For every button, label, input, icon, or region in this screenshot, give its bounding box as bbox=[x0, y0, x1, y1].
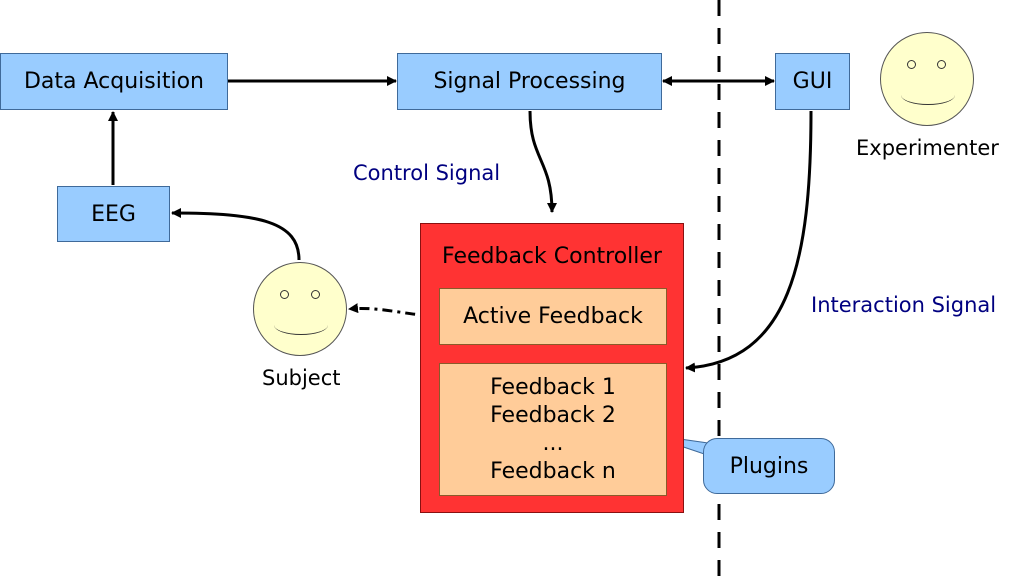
plugins-label: Plugins bbox=[729, 453, 809, 479]
feedback-list-item: Feedback 1 bbox=[490, 374, 616, 400]
left-eye bbox=[907, 60, 916, 69]
control-signal-label: Control Signal bbox=[353, 161, 501, 185]
data-acquisition-label: Data Acquisition bbox=[23, 69, 205, 94]
plugins-callout: Plugins bbox=[703, 438, 835, 494]
right-eye bbox=[937, 60, 946, 69]
eeg-box: EEG bbox=[57, 186, 170, 242]
arrow-control-signal bbox=[528, 110, 557, 213]
subject-face-icon bbox=[253, 262, 347, 356]
subject-label: Subject bbox=[262, 366, 341, 390]
feedback-list-box: Feedback 1 Feedback 2 ... Feedback n bbox=[439, 363, 667, 496]
arrow-subject-to-eeg bbox=[171, 208, 301, 261]
gui-box: GUI bbox=[775, 53, 850, 110]
signal-processing-box: Signal Processing bbox=[397, 53, 662, 110]
feedback-list-item: ... bbox=[542, 430, 564, 456]
right-eye bbox=[311, 290, 320, 299]
interaction-signal-label: Interaction Signal bbox=[811, 293, 997, 317]
experimenter-label: Experimenter bbox=[856, 136, 999, 160]
signal-processing-label: Signal Processing bbox=[433, 69, 626, 94]
feedback-controller-box: Feedback Controller Active Feedback Feed… bbox=[420, 223, 684, 513]
active-feedback-label: Active Feedback bbox=[463, 304, 643, 329]
feedback-controller-title: Feedback Controller bbox=[442, 244, 662, 269]
gui-label: GUI bbox=[792, 69, 833, 94]
left-eye bbox=[280, 290, 289, 299]
feedback-list-item: Feedback 2 bbox=[490, 402, 616, 428]
data-acquisition-box: Data Acquisition bbox=[0, 53, 228, 110]
arrow-interaction-signal bbox=[685, 110, 813, 373]
smile bbox=[274, 315, 328, 335]
experimenter-face-icon bbox=[880, 32, 974, 126]
feedback-list-item: Feedback n bbox=[490, 458, 616, 484]
smile bbox=[901, 85, 955, 105]
active-feedback-box: Active Feedback bbox=[439, 288, 667, 345]
eeg-label: EEG bbox=[91, 201, 136, 227]
